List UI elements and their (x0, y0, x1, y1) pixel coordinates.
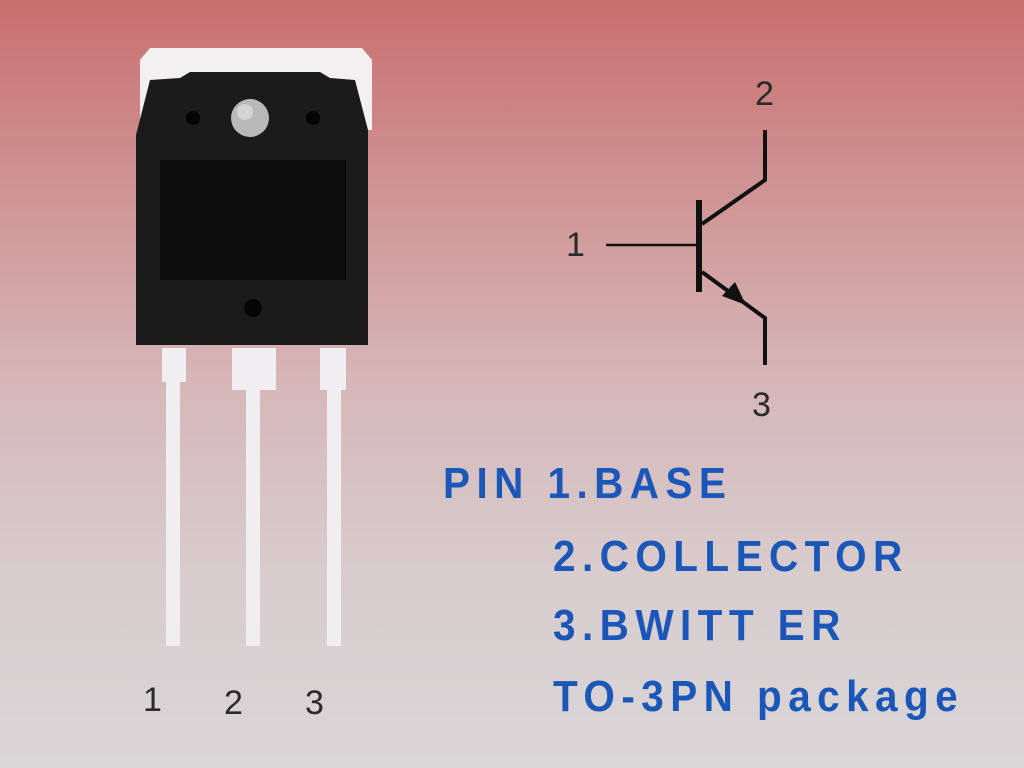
lead-3 (320, 348, 346, 390)
leads (162, 348, 346, 646)
npn-symbol (606, 130, 767, 365)
symbol-base-label: 1 (566, 226, 585, 264)
to3pn-package (136, 48, 372, 646)
emitter-line (700, 270, 767, 365)
bottom-dot (244, 299, 262, 317)
package-name: TO-3PN package (553, 672, 965, 721)
emitter-arrow (722, 282, 746, 305)
symbol-emitter-label: 3 (752, 386, 771, 424)
collector-line (700, 130, 767, 226)
symbol-collector-label: 2 (755, 75, 774, 113)
pinout-base: PIN 1.BASE (443, 459, 733, 508)
pin-label-3: 3 (305, 684, 324, 722)
pinout-emitter: 3.BWITT ER (553, 601, 847, 650)
pin-label-1: 1 (143, 681, 162, 719)
pin-label-2: 2 (224, 684, 243, 722)
lead-1 (162, 348, 186, 382)
lead-2 (232, 348, 276, 390)
small-hole-right (306, 111, 320, 125)
package-window (160, 160, 346, 280)
pinout-collector: 2.COLLECTOR (553, 532, 909, 581)
small-hole-left (186, 111, 200, 125)
